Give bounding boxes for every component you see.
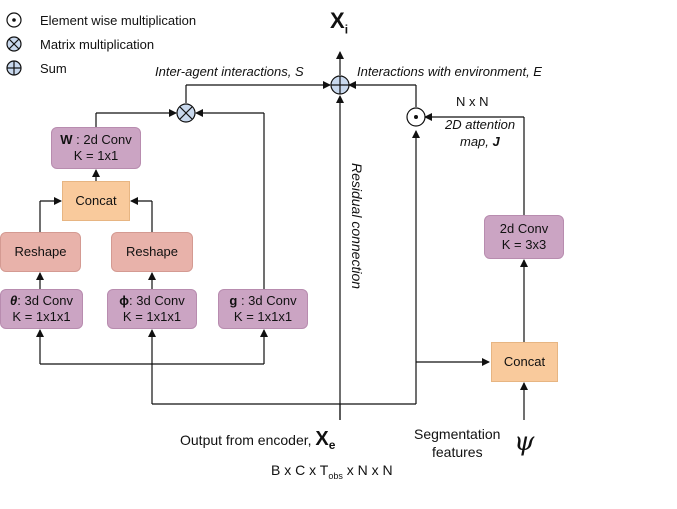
attention-map-label-line2: map, J: [460, 134, 500, 149]
interactions-env-label: Interactions with environment, E: [357, 64, 542, 79]
output-subscript: i: [344, 22, 349, 37]
g-conv-line1: g : 3d Conv: [229, 293, 297, 308]
reshape-mid-box: Reshape: [111, 232, 193, 272]
attention-map-label-line1: 2D attention: [445, 117, 516, 132]
attention-map-symbol: J: [492, 134, 500, 149]
attention-map-text: map,: [460, 134, 493, 149]
dims-suffix: x N x N: [342, 462, 393, 478]
inter-agent-label: Inter-agent interactions, S: [155, 64, 304, 79]
conv-2d-right-line1: 2d Conv: [499, 221, 549, 236]
psi-symbol: ψ: [514, 427, 535, 457]
concat-left-box: Concat: [62, 181, 130, 221]
theta-conv-line1: θ: 3d Conv: [10, 293, 73, 308]
connection-lines: [36, 51, 528, 420]
g-conv-line2: K = 1x1x1: [233, 309, 293, 324]
dims-subscript: obs: [328, 470, 343, 481]
phi-conv-line1: ϕ: 3d Conv: [119, 293, 185, 308]
phi-conv-line2: K = 1x1x1: [122, 309, 182, 324]
sum-icon: [6, 60, 22, 76]
residual-connection-label: Residual connection: [349, 162, 366, 290]
output-label: Xi: [330, 8, 348, 36]
w-conv-line1: W : 2d Conv: [60, 132, 132, 147]
reshape-left-label: Reshape: [14, 244, 67, 259]
segmentation-label-line2: features: [432, 444, 483, 460]
conv-2d-right-line2: K = 3x3: [501, 237, 547, 252]
matrix-multiplication-icon: [6, 36, 22, 52]
theta-conv-box: θ: 3d Conv K = 1x1x1: [0, 289, 83, 329]
encoder-text: Output from encoder,: [180, 432, 316, 448]
legend-label-matrix: Matrix multiplication: [40, 37, 155, 52]
sum-node: [330, 75, 350, 95]
reshape-left-box: Reshape: [0, 232, 81, 272]
encoder-subscript: e: [328, 437, 336, 452]
encoder-symbol: X: [315, 428, 329, 450]
theta-conv-line2: K = 1x1x1: [12, 309, 71, 324]
phi-conv-box: ϕ: 3d Conv K = 1x1x1: [107, 289, 197, 329]
dims-label: B x C x Tobs x N x N: [271, 462, 393, 481]
g-conv-box: g : 3d Conv K = 1x1x1: [218, 289, 308, 329]
element-wise-multiplication-node: [406, 107, 426, 127]
encoder-label: Output from encoder, Xe: [180, 428, 335, 452]
w-conv-box: W : 2d Conv K = 1x1: [51, 127, 141, 169]
concat-left-label: Concat: [75, 193, 117, 208]
nxn-label: N x N: [456, 94, 489, 109]
element-wise-multiplication-icon: [6, 12, 22, 28]
legend-label-element-wise: Element wise multiplication: [40, 13, 197, 28]
reshape-mid-label: Reshape: [125, 244, 179, 259]
legend-label-sum: Sum: [40, 61, 67, 76]
conv-2d-right-box: 2d Conv K = 3x3: [484, 215, 564, 259]
segmentation-label-line1: Segmentation: [414, 426, 501, 442]
concat-right-box: Concat: [491, 342, 558, 382]
output-symbol: X: [330, 8, 345, 33]
concat-right-label: Concat: [503, 354, 546, 369]
w-conv-line2: K = 1x1: [73, 148, 119, 163]
matrix-multiplication-node: [176, 103, 196, 123]
dims-prefix: B x C x T: [271, 462, 329, 478]
